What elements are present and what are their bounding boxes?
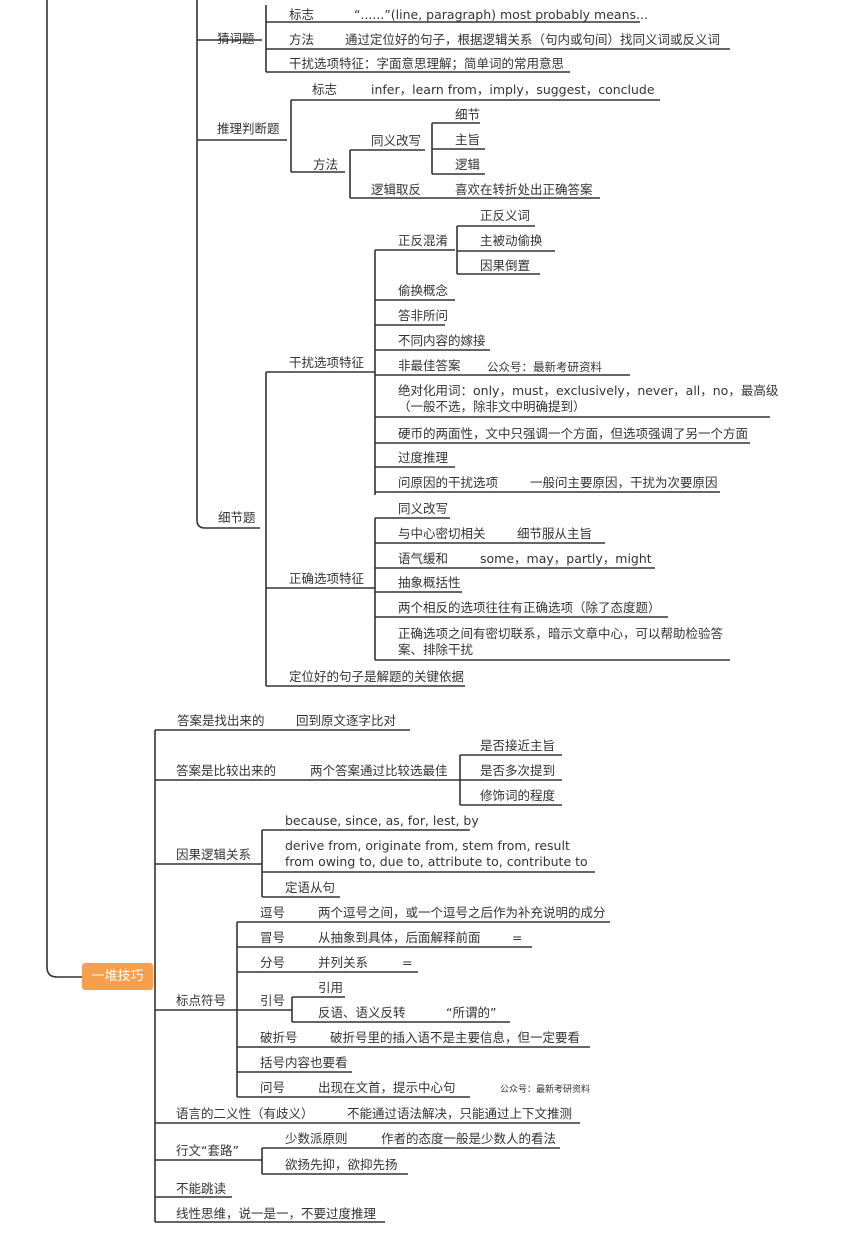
compared-value: 两个答案通过比较选最佳: [310, 763, 448, 778]
causal-3: 定语从句: [285, 880, 336, 895]
detail-topic: 细节题: [218, 510, 256, 525]
correct-opposite: 两个相反的选项往往有正确选项（除了态度题）: [398, 600, 661, 615]
semicolon-value: 并列关系: [318, 955, 369, 970]
inference-paraphrase: 同义改写: [371, 133, 422, 148]
correct-paraphrase: 同义改写: [398, 501, 449, 516]
linear-label: 线性思维，说一是一，不要过度推理: [176, 1206, 377, 1221]
compared-item-1: 是否接近主旨: [480, 738, 556, 753]
compared-item-3: 修饰词的程度: [480, 788, 556, 803]
detail-not-best: 非最佳答案: [398, 358, 461, 373]
no-skip-label: 不能跳读: [176, 1181, 227, 1196]
correct-mild: 语气缓和: [398, 551, 449, 566]
correct-abstract: 抽象概括性: [398, 575, 461, 590]
detail-coin: 硬币的两面性，文中只强调一个方面，但选项强调了另一个方面: [398, 426, 749, 441]
semicolon-sign: =: [402, 955, 413, 970]
dash-label: 破折号: [260, 1030, 298, 1045]
compared-item-2: 是否多次提到: [480, 763, 556, 778]
semicolon-label: 分号: [260, 955, 286, 970]
inference-marker-value: infer，learn from，imply，suggest，conclude: [371, 82, 655, 97]
detail-off-topic: 答非所问: [398, 308, 449, 323]
inference-item-detail: 细节: [455, 107, 481, 122]
causal-label: 因果逻辑关系: [176, 847, 252, 862]
detail-mix-item-1: 正反义词: [480, 208, 531, 223]
quote-label: 引号: [260, 993, 286, 1008]
correct-center-value: 细节服从主旨: [517, 526, 593, 541]
correct-link: 正确选项之间有密切联系，暗示文章中心，可以帮助检验答案、排除干扰: [398, 626, 724, 657]
inference-reverse: 逻辑取反: [371, 182, 422, 197]
bottom-watermark: 公众号：最新考研资料: [500, 1085, 591, 1095]
causal-1: because, since, as, for, lest, by: [285, 813, 479, 828]
minority-value: 作者的态度一般是少数人的看法: [381, 1131, 557, 1146]
detail-cause: 问原因的干扰选项: [398, 475, 499, 490]
correct-center: 与中心密切相关: [398, 526, 486, 541]
guess-topic: 猜词题: [217, 31, 255, 46]
colon-value: 从抽象到具体，后面解释前面: [318, 930, 481, 945]
detail-distractor-title: 干扰选项特征: [289, 355, 365, 370]
routine-label: 行文“套路”: [176, 1143, 239, 1158]
found-value: 回到原文逐字比对: [296, 713, 397, 728]
colon-label: 冒号: [260, 930, 286, 945]
compared-label: 答案是比较出来的: [176, 763, 277, 778]
found-label: 答案是找出来的: [177, 713, 265, 728]
dual-value: 不能通过语法解决，只能通过上下文推测: [347, 1106, 573, 1121]
guess-method-value: 通过定位好的句子，根据逻辑关系（句内或句间）找同义词或反义词: [345, 32, 721, 47]
inference-method-label: 方法: [313, 157, 339, 172]
guess-marker-label: 标志: [289, 7, 315, 22]
detail-cause-value: 一般问主要原因，干扰为次要原因: [530, 475, 718, 490]
comma-value: 两个逗号之间，或一个逗号之后作为补充说明的成分: [318, 905, 606, 920]
paren-note: 括号内容也要看: [260, 1055, 348, 1070]
colon-sign: =: [512, 930, 523, 945]
inference-item-logic: 逻辑: [455, 157, 481, 172]
punct-label: 标点符号: [176, 993, 227, 1008]
inference-item-main: 主旨: [455, 132, 481, 147]
guess-marker-value: “......”(line, paragraph) most probably …: [354, 7, 648, 22]
question-label: 问号: [260, 1080, 286, 1095]
minority-label: 少数派原则: [285, 1131, 348, 1146]
detail-mix-item-3: 因果倒置: [480, 258, 531, 273]
detail-absolute-2: （一般不选，除非文中明确提到）: [398, 399, 586, 414]
detail-mix: 正反混淆: [398, 233, 449, 248]
inference-marker-label: 标志: [312, 82, 338, 97]
question-value: 出现在文首，提示中心句: [318, 1080, 456, 1095]
dash-value: 破折号里的插入语不是主要信息，但一定要看: [330, 1030, 581, 1045]
detail-key: 定位好的句子是解题的关键依据: [289, 669, 465, 684]
quote-item-1: 引用: [318, 980, 344, 995]
detail-graft: 不同内容的嫁接: [398, 333, 486, 348]
detail-mix-item-2: 主被动偷换: [480, 233, 543, 248]
inference-topic: 推理判断题: [217, 121, 280, 136]
detail-concept: 偷换概念: [398, 283, 449, 298]
detail-correct-title: 正确选项特征: [289, 571, 365, 586]
detail-watermark: 公众号：最新考研资料: [487, 360, 602, 374]
detail-absolute-1: 绝对化用词：only，must，exclusively，never，all，no…: [398, 383, 779, 398]
dual-label: 语言的二义性（有歧义）: [176, 1106, 314, 1121]
inference-reverse-value: 喜欢在转折处出正确答案: [455, 182, 593, 197]
root-node[interactable]: 一堆技巧: [82, 963, 153, 990]
guess-method-label: 方法: [289, 32, 315, 47]
causal-2: derive from, originate from, stem from, …: [285, 838, 588, 869]
praise-note: 欲扬先抑，欲抑先扬: [285, 1157, 398, 1172]
detail-over: 过度推理: [398, 450, 449, 465]
quote-example: “所谓的”: [446, 1005, 497, 1020]
correct-mild-value: some，may，partly，might: [480, 551, 652, 566]
quote-item-2: 反语、语义反转: [318, 1005, 406, 1020]
comma-label: 逗号: [260, 905, 286, 920]
guess-distractor: 干扰选项特征：字面意思理解；简单词的常用意思: [289, 56, 565, 71]
